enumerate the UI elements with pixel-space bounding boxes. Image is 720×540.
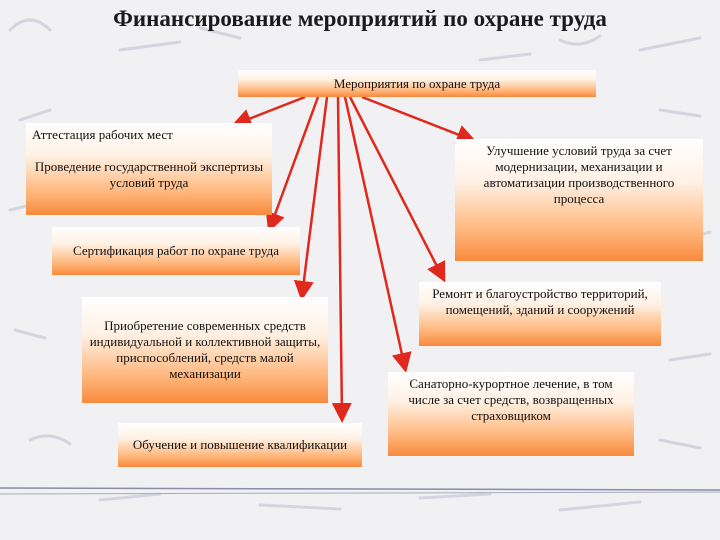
node-expertise-label: Проведение государственной экспертизы ус…: [32, 159, 266, 191]
node-certification: Сертификация работ по охране труда: [52, 227, 300, 275]
node-ppe: Приобретение современных средств индивид…: [82, 297, 328, 403]
node-attestation-label: Аттестация рабочих мест: [32, 127, 173, 143]
node-attestation-expertise: Аттестация рабочих мест Проведение госуд…: [26, 123, 272, 215]
node-sanatorium-label: Санаторно-курортное лечение, в том числе…: [394, 376, 628, 424]
node-improvement-label: Улучшение условий труда за счет модерниз…: [461, 143, 697, 207]
page-title: Финансирование мероприятий по охране тру…: [0, 6, 720, 32]
node-certification-label: Сертификация работ по охране труда: [73, 243, 279, 259]
node-training: Обучение и повышение квалификации: [118, 423, 362, 467]
node-improvement: Улучшение условий труда за счет модерниз…: [455, 139, 703, 261]
node-repair: Ремонт и благоустройство территорий, пом…: [419, 282, 661, 346]
root-node: Мероприятия по охране труда: [238, 70, 596, 97]
node-repair-label: Ремонт и благоустройство территорий, пом…: [425, 286, 655, 318]
node-ppe-label: Приобретение современных средств индивид…: [88, 318, 322, 382]
node-training-label: Обучение и повышение квалификации: [133, 437, 347, 453]
node-sanatorium: Санаторно-курортное лечение, в том числе…: [388, 372, 634, 456]
root-node-label: Мероприятия по охране труда: [334, 76, 500, 92]
